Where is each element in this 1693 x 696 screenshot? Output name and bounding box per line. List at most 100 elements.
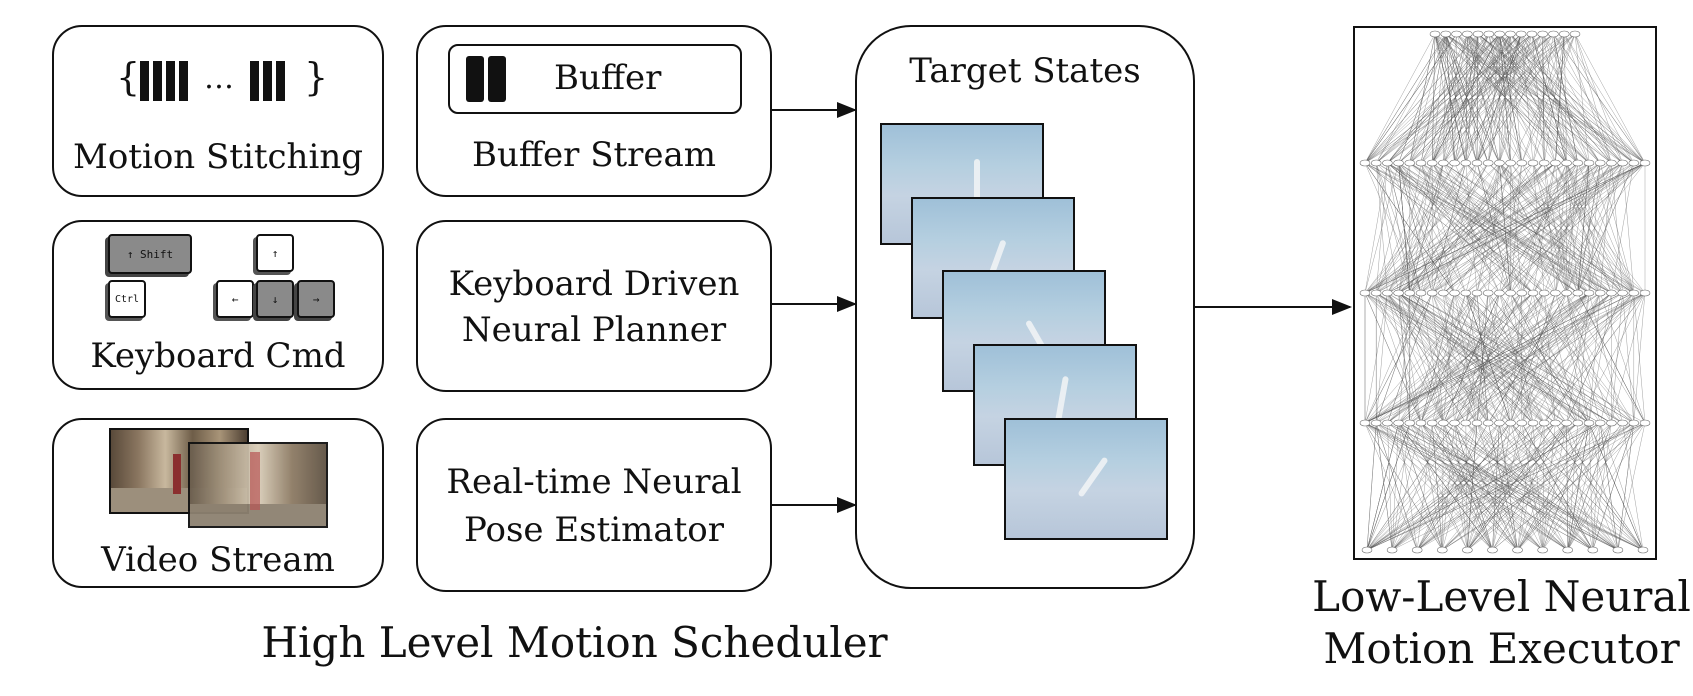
network-edge: [1544, 422, 1644, 551]
network-edge: [1443, 422, 1518, 551]
network-node: [1639, 289, 1651, 297]
network-edge: [1553, 33, 1579, 164]
network-edge: [1364, 292, 1623, 424]
shift-key-icon: ↑ Shift: [108, 234, 192, 274]
network-edge: [1531, 33, 1567, 164]
network-node: [1438, 289, 1449, 297]
network-edge: [1364, 33, 1479, 164]
network-edge: [1492, 422, 1500, 551]
network-edge: [1431, 33, 1468, 164]
arrow-up-key-icon: ↑: [256, 234, 294, 272]
network-edge: [1454, 422, 1518, 551]
network-node: [1370, 419, 1382, 427]
network-node: [1505, 419, 1516, 427]
network-node: [1606, 419, 1617, 427]
network-node: [1436, 546, 1448, 554]
network-edge: [1434, 33, 1489, 164]
network-edge: [1387, 292, 1534, 424]
network-edge: [1443, 422, 1644, 551]
network-edge: [1445, 33, 1567, 164]
network-edge: [1445, 33, 1623, 164]
network-edge: [1434, 33, 1455, 164]
network-edge: [1398, 33, 1522, 164]
network-edge: [1467, 422, 1534, 551]
network-edge: [1555, 292, 1635, 424]
network-edge: [1398, 292, 1623, 424]
network-edge: [1588, 162, 1635, 294]
network-edge: [1542, 33, 1635, 164]
network-edge: [1467, 422, 1478, 551]
network-node: [1494, 30, 1505, 38]
network-edge: [1476, 33, 1522, 164]
network-edge: [1567, 422, 1646, 551]
network-edge: [1376, 162, 1500, 294]
network-edge: [1454, 33, 1543, 164]
network-edge: [1398, 162, 1411, 294]
executor-line2: Motion Executor: [1323, 624, 1680, 673]
network-edge: [1465, 33, 1522, 164]
pose-estimator-line1: Real-time Neural: [446, 462, 742, 502]
network-node: [1505, 289, 1516, 297]
network-edge: [1398, 422, 1443, 551]
arrow-left-key-icon: ←: [216, 280, 254, 318]
network-edge: [1432, 292, 1545, 424]
network-edge: [1420, 33, 1543, 164]
network-edge: [1434, 33, 1523, 164]
network-edge: [1366, 422, 1455, 551]
network-edge: [1364, 422, 1543, 551]
network-edge: [1376, 292, 1478, 424]
network-edge: [1599, 422, 1619, 551]
network-edge: [1567, 422, 1635, 551]
target-state-frame: [1004, 418, 1168, 540]
network-edge: [1364, 162, 1478, 294]
network-edge: [1567, 422, 1590, 551]
network-edge: [1443, 292, 1455, 424]
network-node: [1606, 159, 1617, 167]
network-edge: [1409, 422, 1468, 551]
network-node: [1572, 289, 1584, 297]
network-node: [1471, 419, 1483, 427]
network-edge: [1517, 422, 1590, 551]
network-edge: [1366, 422, 1478, 551]
motion-stitching-label: Motion Stitching: [73, 137, 363, 177]
network-edge: [1574, 33, 1590, 164]
network-node: [1370, 159, 1382, 167]
network-node: [1515, 30, 1527, 38]
network-edge: [1364, 422, 1568, 551]
network-edge: [1492, 422, 1590, 551]
network-edge: [1409, 292, 1634, 424]
network-edge: [1398, 422, 1644, 551]
network-edge: [1366, 422, 1399, 551]
network-edge: [1387, 162, 1500, 294]
network-edge: [1364, 422, 1493, 551]
network-edge: [1420, 33, 1490, 164]
ellipsis: …: [204, 61, 234, 96]
network-edge: [1499, 162, 1567, 294]
network-edge: [1467, 422, 1500, 551]
network-edge: [1366, 422, 1590, 551]
network-node: [1482, 289, 1494, 297]
network-node: [1393, 159, 1404, 167]
network-edge: [1499, 33, 1567, 164]
network-node: [1471, 289, 1483, 297]
network-edge: [1499, 33, 1523, 164]
network-node: [1404, 419, 1416, 427]
network-edge: [1487, 33, 1522, 164]
network-node: [1606, 289, 1617, 297]
network-edge: [1454, 292, 1500, 424]
network-node: [1415, 289, 1427, 297]
network-edge: [1366, 422, 1377, 551]
network-edge: [1387, 422, 1644, 551]
network-edge: [1445, 33, 1455, 164]
network-edge: [1517, 422, 1601, 551]
network-edge: [1467, 33, 1545, 164]
network-edge: [1445, 33, 1612, 164]
network-node: [1440, 30, 1452, 38]
network-edge: [1456, 33, 1567, 164]
network-node: [1639, 419, 1651, 427]
network-edge: [1375, 162, 1388, 294]
network-edge: [1364, 33, 1446, 164]
network-node: [1415, 419, 1427, 427]
network-node: [1393, 289, 1404, 297]
